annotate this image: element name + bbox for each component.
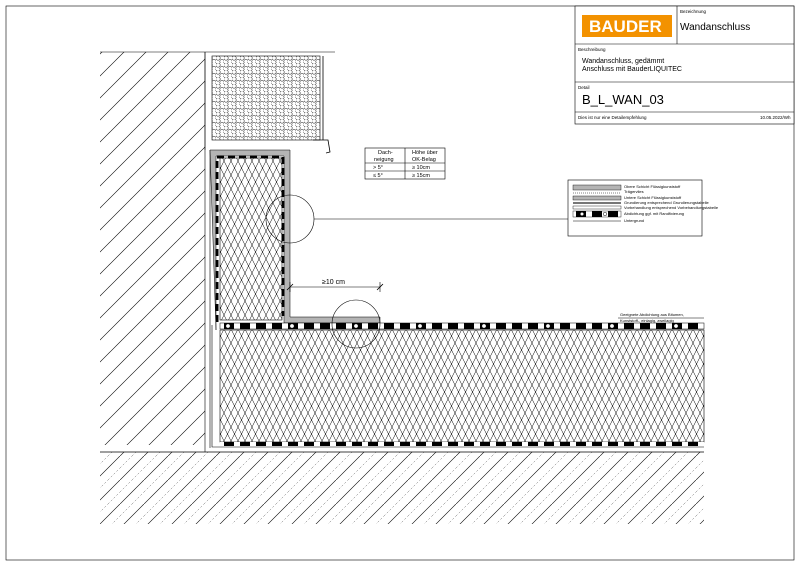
label-bezeichnung: Bezeichnung bbox=[680, 9, 707, 14]
logo-text: BAUDER bbox=[589, 17, 662, 36]
upstand-membrane bbox=[215, 155, 285, 322]
label-beschreibung: Beschreibung bbox=[578, 47, 606, 52]
table-header-height-2: OK-Belag bbox=[412, 157, 436, 163]
title-block: BAUDER Bezeichnung Wandanschluss Beschre… bbox=[574, 5, 795, 125]
legend-item-1: Obere Schicht Flüssigkunststoff bbox=[624, 184, 681, 189]
legend-item-7: Untergrund bbox=[624, 218, 644, 223]
beschreibung-line-1: Wandanschluss, gedämmt bbox=[582, 58, 664, 65]
legend-item-2: Trägervlies bbox=[624, 189, 644, 194]
label-detail: Detail bbox=[578, 85, 590, 90]
legend-item-4: Grundierung entsprechend Grundierungstab… bbox=[624, 200, 709, 205]
roof-insulation bbox=[219, 329, 705, 443]
callout-line-2: Kunststoff-, einlagig, zweilagig bbox=[620, 318, 674, 323]
wall-masonry bbox=[100, 51, 335, 445]
table-header-height-1: Höhe über bbox=[412, 150, 438, 156]
height-table: Dach- neigung Höhe über OK-Belag > 5° ≥ … bbox=[364, 147, 446, 180]
beschreibung-line-2: Anschluss mit BauderLIQUITEC bbox=[582, 66, 682, 73]
callout-line-1: Geeignete Abdichtung aus Bitumen, bbox=[620, 312, 684, 317]
table-header-slope-2: neigung bbox=[374, 157, 394, 163]
table-row2-height: ≥ 15cm bbox=[412, 173, 430, 179]
table-header-slope-1: Dach- bbox=[378, 150, 393, 156]
detail-circle-lower bbox=[331, 299, 381, 349]
dimension-10cm: ≥10 cm bbox=[286, 279, 384, 292]
wall-cover-gravel bbox=[211, 55, 331, 154]
legend-item-5: Vorbehandlung entsprechend Vorbehandlung… bbox=[624, 205, 719, 210]
legend-item-6: Abdichtung ggf. mit Randfixierung bbox=[624, 211, 684, 216]
detail-code: B_L_WAN_03 bbox=[582, 92, 664, 107]
concrete-deck bbox=[100, 451, 704, 524]
dimension-label: ≥10 cm bbox=[322, 279, 345, 286]
roof-membrane-top bbox=[219, 322, 705, 330]
legend-item-3: Untere Schicht Flüssigkunststoff bbox=[624, 195, 682, 200]
membrane-callout: Geeignete Abdichtung aus Bitumen, Kunsts… bbox=[618, 312, 704, 323]
vapour-barrier bbox=[211, 325, 704, 448]
footer-note: Dies ist nur eine Detailempfehlung bbox=[578, 115, 647, 120]
upstand-insulation bbox=[219, 157, 283, 321]
bezeichnung-value: Wandanschluss bbox=[680, 22, 750, 33]
table-row1-slope: > 5° bbox=[373, 165, 383, 171]
layer-legend: Obere Schicht Flüssigkunststoff Trägervl… bbox=[567, 179, 719, 237]
sheet-frame bbox=[5, 5, 795, 561]
footer-date: 10.05.2022/Wh bbox=[760, 115, 791, 120]
table-row2-slope: ≤ 5° bbox=[373, 173, 383, 179]
bauder-logo: BAUDER bbox=[582, 15, 672, 37]
table-row1-height: ≥ 10cm bbox=[412, 165, 430, 171]
